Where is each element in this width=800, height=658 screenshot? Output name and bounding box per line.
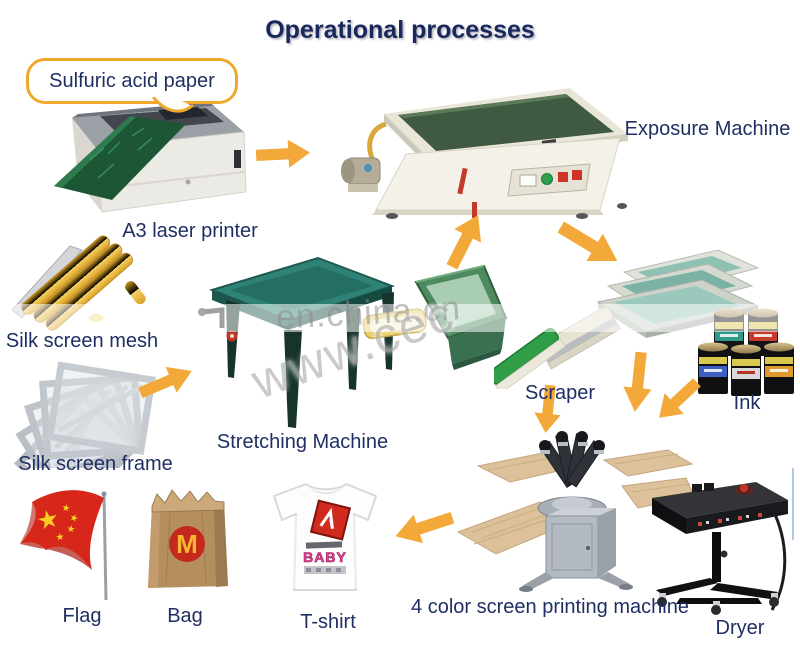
printing-machine-illustration [456, 431, 694, 592]
exposure-machine-image [332, 84, 632, 224]
silk-screen-frame-image [14, 360, 192, 468]
page-title: Operational processes [265, 16, 535, 44]
mesh-label: Silk screen mesh [5, 330, 159, 352]
arrow-press-to-products-icon [390, 502, 458, 553]
scraper-label: Scraper [524, 382, 596, 404]
frame-label: Silk screen frame [18, 453, 173, 475]
right-edge-artifact [792, 468, 794, 540]
arrow-ink-to-press-icon [648, 371, 708, 430]
tshirt-illustration: BABY [273, 483, 377, 591]
dryer-image [640, 474, 795, 619]
arrow-printer-to-exposure-icon [255, 137, 311, 172]
ink-label: Ink [733, 392, 761, 414]
flag-label: Flag [62, 605, 102, 627]
exposure-illustration [341, 88, 628, 219]
printing-machine-image [452, 420, 694, 595]
a3-laser-printer-image [38, 90, 256, 218]
watermark-band [0, 304, 800, 332]
arrow-exposure-to-screens-icon [551, 212, 626, 277]
bag-image: M [140, 482, 237, 596]
printing-machine-label: 4 color screen printing machine [411, 596, 689, 618]
printer-label: A3 laser printer [122, 220, 258, 242]
printer-illustration [54, 102, 247, 213]
dryer-label: Dryer [715, 617, 765, 639]
callout-text: Sulfuric acid paper [49, 69, 215, 92]
flag-illustration [20, 490, 108, 601]
arrow-scraper-to-press-icon [531, 384, 566, 435]
tshirt-print-text: BABY [303, 549, 347, 565]
callout-tail [150, 96, 196, 121]
exposure-label: Exposure Machine [624, 118, 791, 140]
dryer-illustration [652, 482, 788, 615]
frames-illustration [14, 361, 156, 468]
bag-label: Bag [167, 605, 203, 627]
arrow-coating-to-exposure-icon [437, 207, 494, 274]
arrow-frame-to-stretching-icon [134, 356, 198, 407]
tshirt-label: T-shirt [300, 611, 356, 633]
arrow-screens-to-press-icon [619, 350, 657, 413]
sulfuric-acid-paper-callout: Sulfuric acid paper [26, 58, 238, 104]
tshirt-image: BABY [260, 476, 392, 606]
flag-image [14, 482, 118, 604]
stretching-label: Stretching Machine [216, 431, 389, 453]
bag-illustration: M [148, 489, 228, 588]
bag-logo-letter: M [176, 529, 198, 559]
